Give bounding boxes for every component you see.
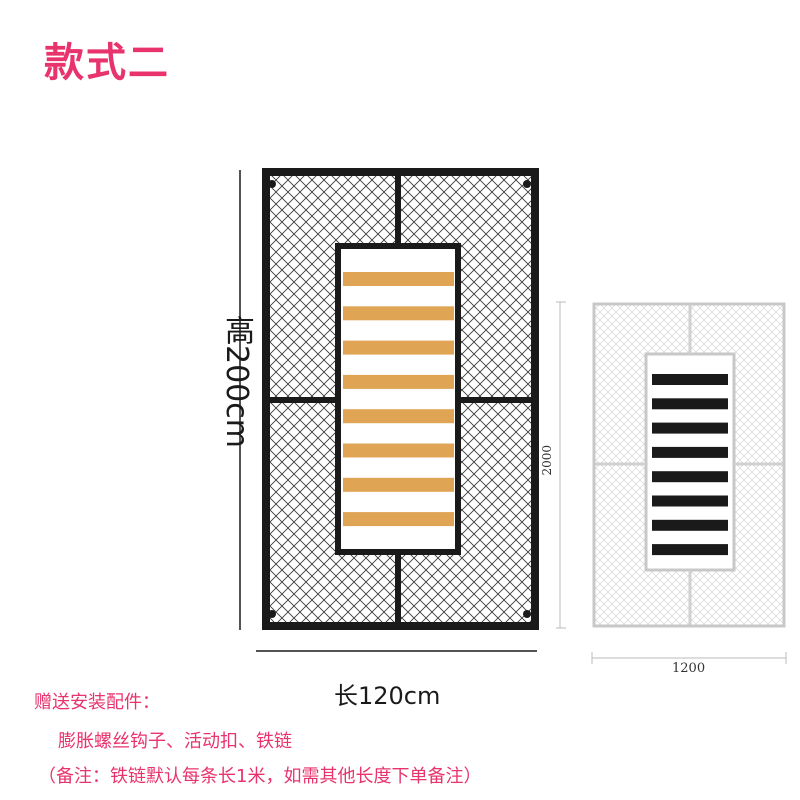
wood-slat [343,272,454,286]
ref-slat [652,495,728,507]
wood-slat [343,512,454,527]
wood-slat [343,477,454,492]
ref-slat [652,471,728,483]
height-label: 高200cm [219,315,254,448]
wood-slat [343,340,454,355]
main-panel-drawing [239,168,539,652]
ref-slat [652,374,728,385]
hook-icon [268,610,276,618]
corner-hooks [268,180,531,618]
wood-slat [343,409,454,424]
ref-slat [652,446,728,458]
ref-slat [652,398,728,410]
inner-frame [335,243,461,555]
hook-icon [523,180,531,188]
wood-slat [343,306,454,321]
hook-icon [268,180,276,188]
ref-slat [652,519,728,531]
accessories-heading: 赠送安装配件： [34,692,160,713]
ref-height-label: 2000 [540,445,554,476]
wood-slat [343,374,454,389]
ref-slat [652,422,728,434]
page-title: 款式二 [44,40,170,86]
ref-slat [652,544,728,556]
ref-width-label: 1200 [672,661,706,676]
accessories-items: 膨胀螺丝钩子、活动扣、铁链 [58,731,292,752]
accessories-note: （备注：铁链默认每条长1米，如需其他长度下单备注） [38,766,482,787]
ref-slats [652,374,728,556]
reference-panel-drawing [556,301,787,664]
main-slats [343,272,454,527]
width-label: 长120cm [334,682,441,710]
hook-icon [523,610,531,618]
wood-slat [343,443,454,458]
ref-inner-frame [644,352,736,572]
